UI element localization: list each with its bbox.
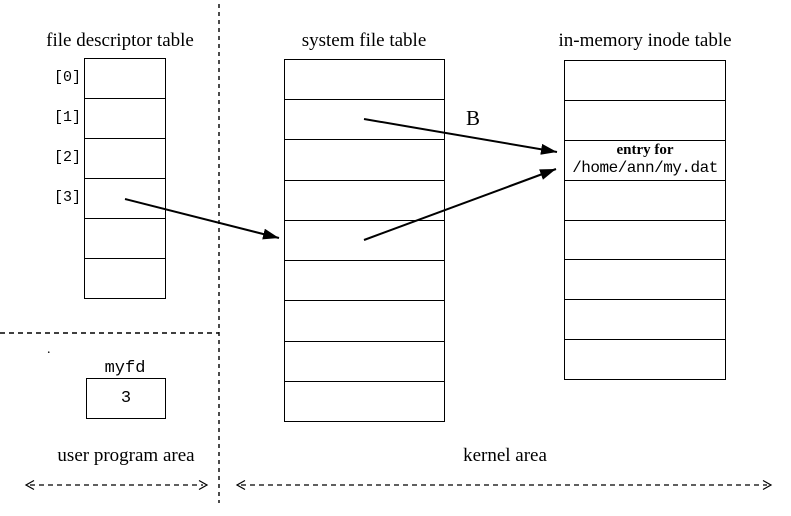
table-row <box>285 219 444 260</box>
kernel-area-label: kernel area <box>463 445 547 466</box>
fd-index-label-2: [2] <box>53 149 81 166</box>
table-row <box>565 259 725 299</box>
table-row <box>565 179 725 220</box>
kernel-area-span-arrow <box>235 479 773 491</box>
system-file-table <box>284 59 445 422</box>
inode-entry-caption: entry for <box>616 141 674 158</box>
table-row <box>85 59 165 98</box>
inode-table-title: in-memory inode table <box>558 30 732 51</box>
table-row <box>285 99 444 139</box>
table-row <box>285 60 444 99</box>
myfd-variable-box: 3 <box>86 378 166 419</box>
table-row <box>565 339 725 379</box>
inode-entry-path: /home/ann/my.dat <box>572 158 718 177</box>
myfd-variable-label: myfd <box>104 359 146 378</box>
table-row <box>565 219 725 260</box>
table-row <box>565 99 725 140</box>
fd-table-title: file descriptor table <box>46 30 194 51</box>
fd-index-label-0: [0] <box>53 69 81 86</box>
table-row <box>285 300 444 340</box>
pointer-b-label: B <box>466 106 481 130</box>
table-row <box>565 299 725 339</box>
inode-entry-cell: entry for /home/ann/my.dat <box>566 139 724 179</box>
table-row <box>85 218 165 258</box>
fd-index-label-3: [3] <box>53 189 81 206</box>
table-row <box>285 340 444 381</box>
user-area-span-arrow <box>24 479 209 491</box>
table-row <box>85 178 165 218</box>
table-row <box>565 61 725 100</box>
table-row <box>285 260 444 300</box>
user-program-area-label: user program area <box>57 445 195 466</box>
fd-index-label-1: [1] <box>53 109 81 126</box>
table-row <box>565 139 725 180</box>
table-row <box>85 98 165 138</box>
file-descriptor-table <box>84 58 166 299</box>
table-row <box>285 139 444 179</box>
table-row <box>285 380 444 421</box>
table-row <box>85 258 165 298</box>
stray-dot: . <box>47 342 51 357</box>
in-memory-inode-table: entry for /home/ann/my.dat <box>564 60 726 380</box>
myfd-value: 3 <box>120 389 132 408</box>
system-file-table-title: system file table <box>301 30 427 51</box>
table-row <box>85 138 165 178</box>
table-row <box>285 179 444 220</box>
